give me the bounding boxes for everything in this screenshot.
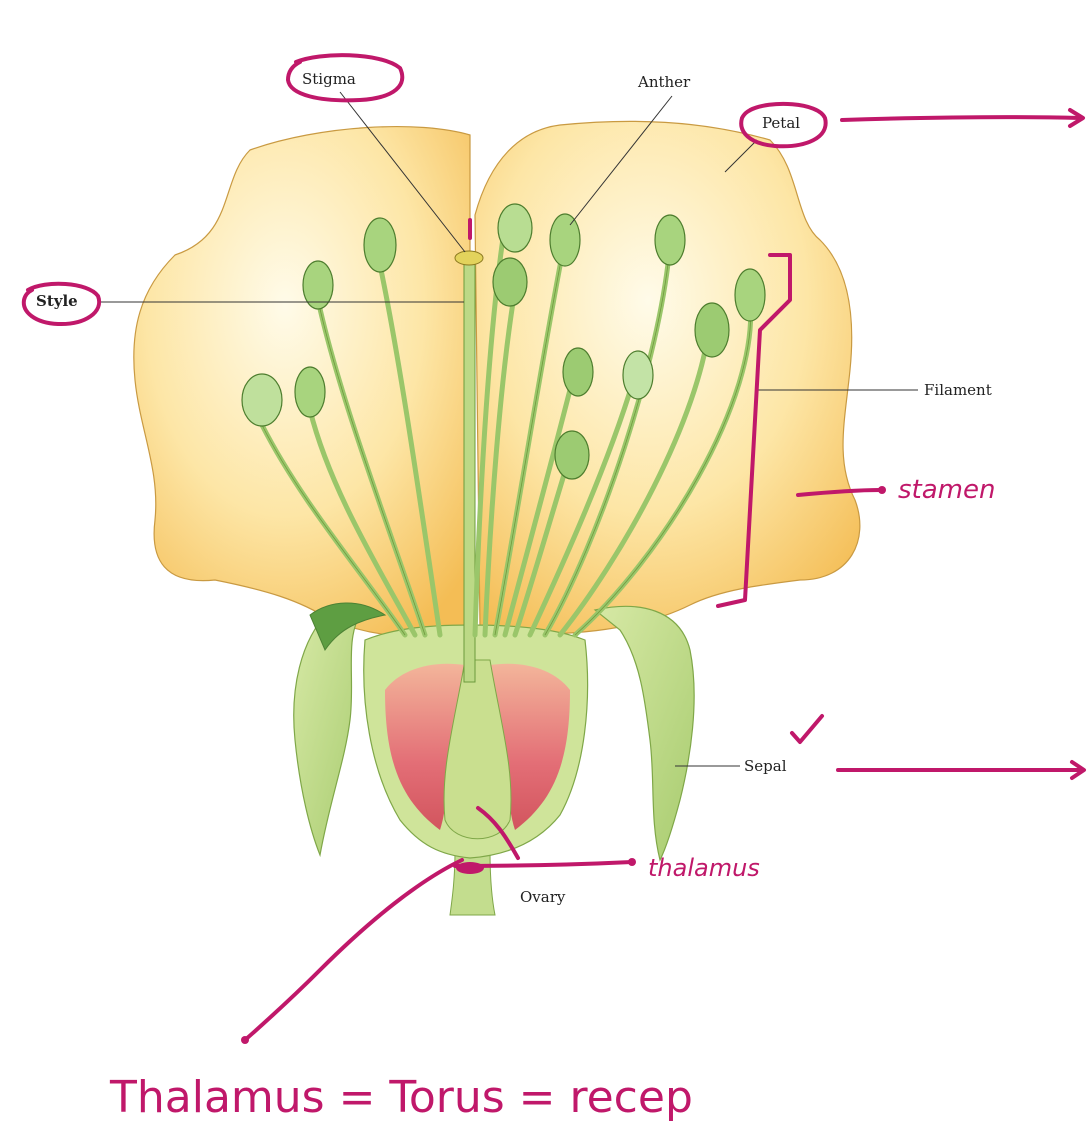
anther bbox=[555, 431, 589, 479]
right-petal bbox=[475, 121, 860, 633]
stamen-arrow-dot bbox=[878, 486, 886, 494]
anther bbox=[295, 367, 325, 417]
stamen-annotation: stamen bbox=[898, 475, 995, 505]
right-sepal bbox=[595, 606, 694, 860]
anther bbox=[695, 303, 729, 357]
stigma-label: Stigma bbox=[302, 70, 356, 88]
petal-arrow bbox=[842, 117, 1080, 120]
anther bbox=[242, 374, 282, 426]
thalamus-dot bbox=[456, 862, 484, 874]
synonyms-annotation: Thalamus = Torus = recep bbox=[109, 1072, 693, 1123]
anther bbox=[563, 348, 593, 396]
anther bbox=[655, 215, 685, 265]
ovary-label: Ovary bbox=[520, 888, 566, 906]
anther bbox=[498, 204, 532, 252]
anther bbox=[550, 214, 580, 266]
torus-arrow-dot bbox=[241, 1036, 249, 1044]
anther bbox=[623, 351, 653, 399]
petal-label: Petal bbox=[762, 114, 800, 132]
sepal-label: Sepal bbox=[744, 757, 787, 775]
torus-arrow bbox=[245, 860, 462, 1040]
filament-label: Filament bbox=[924, 381, 992, 399]
style-label: Style bbox=[36, 292, 78, 310]
anther bbox=[735, 269, 765, 321]
thalamus-annotation: thalamus bbox=[648, 854, 760, 882]
anther bbox=[493, 258, 527, 306]
pedicel bbox=[450, 850, 495, 915]
sepal-check bbox=[792, 716, 822, 742]
thalamus-arrow-dot bbox=[628, 858, 636, 866]
stigma bbox=[455, 251, 483, 265]
anther-label: Anther bbox=[637, 73, 691, 91]
anther bbox=[364, 218, 396, 272]
